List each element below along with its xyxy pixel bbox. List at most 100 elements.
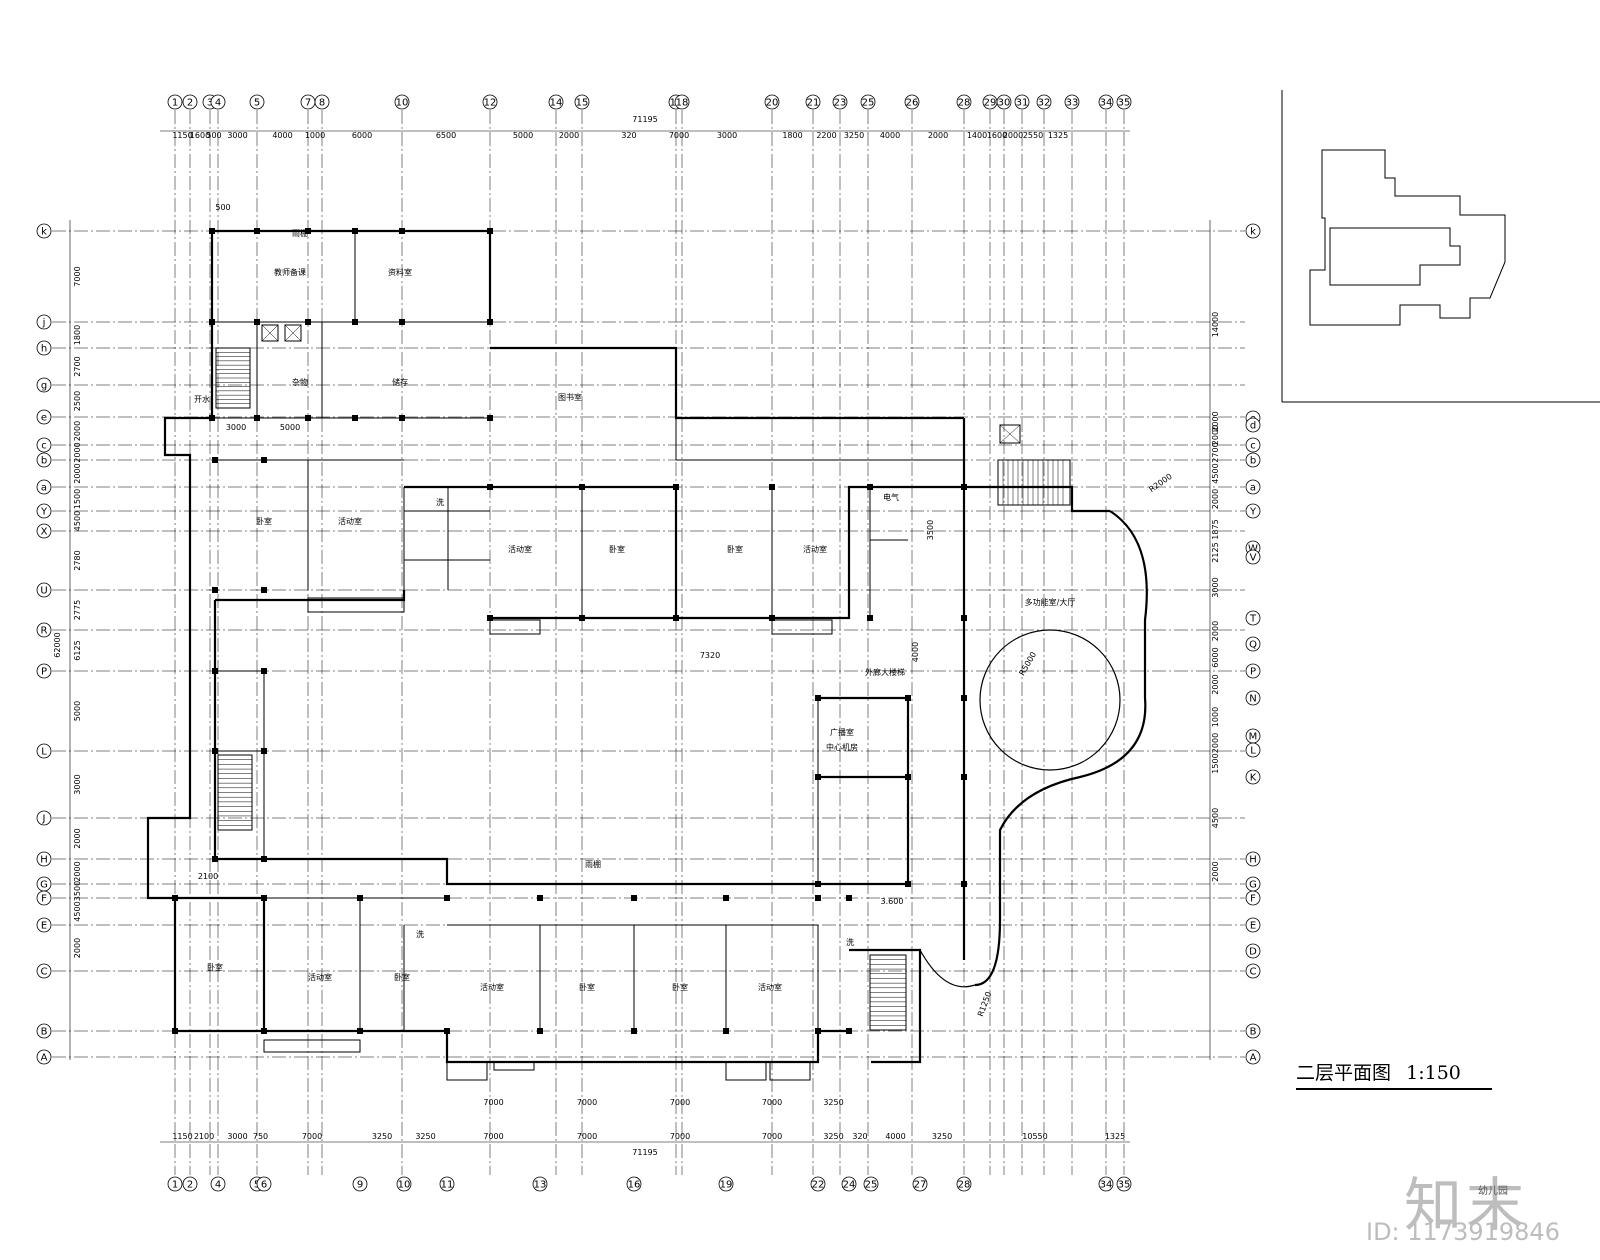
annotation: R1250: [976, 990, 993, 1017]
column: [212, 457, 218, 463]
dim-left: 2000: [73, 421, 82, 441]
axis-bubble-label: 28: [958, 98, 971, 109]
wall-segment: [490, 346, 964, 420]
room-label: 卧室: [394, 972, 410, 982]
axis-bubble-label: 35: [1118, 1180, 1131, 1191]
column: [261, 1028, 267, 1034]
axis-bubble-circle: [36, 409, 52, 425]
axis-bubble-right: B: [1245, 1023, 1261, 1039]
dim-bottom: 1150: [172, 1132, 192, 1141]
axis-bubble-top: 32: [1036, 94, 1052, 110]
axis-bubble-circle: [36, 851, 52, 867]
balcony: [769, 1061, 811, 1081]
axis-bubble-circle: [1245, 851, 1261, 867]
column: [867, 484, 873, 490]
dim-right: 2125: [1211, 542, 1220, 562]
axis-bubble-label: 32: [1038, 98, 1051, 109]
annotation: 7320: [700, 651, 720, 660]
axis-bubble-right: K: [1245, 769, 1261, 785]
column: [673, 484, 679, 490]
dim-top: 2000: [928, 131, 948, 140]
wall-segment: [213, 600, 818, 886]
axis-bubble-left: k: [36, 223, 52, 239]
axis-bubble-bottom: 28: [956, 1176, 972, 1192]
axis-bubble-label: B: [41, 1027, 48, 1038]
axis-bubble-top: 29: [982, 94, 998, 110]
axis-bubble-circle: [482, 94, 498, 110]
room-label: 洗: [416, 929, 424, 939]
axis-bubble-right: T: [1245, 610, 1261, 626]
axis-bubble-bottom: 2: [182, 1176, 198, 1192]
axis-bubble-circle: [1245, 963, 1261, 979]
axis-bubble-circle: [1245, 1049, 1261, 1065]
axis-bubble-circle: [1245, 452, 1261, 468]
axis-bubble-circle: [805, 94, 821, 110]
axis-bubble-circle: [1245, 917, 1261, 933]
key-plan-inner: [1329, 227, 1461, 286]
balcony: [771, 619, 833, 635]
dim-bottom-sub: 7000: [483, 1098, 503, 1107]
axis-bubble-circle: [167, 94, 183, 110]
axis-bubble-label: 2: [187, 1180, 193, 1191]
axis-bubble-left: c: [36, 437, 52, 453]
axis-bubble-circle: [1245, 742, 1261, 758]
room-label: 活动室: [758, 982, 782, 992]
room-label: 活动室: [308, 972, 332, 982]
column: [444, 895, 450, 901]
dim-right: 2700: [1211, 442, 1220, 462]
annotation: R5000: [1017, 650, 1038, 677]
axis-bubble-circle: [36, 622, 52, 638]
room-label: 电气: [883, 492, 899, 502]
axis-bubble-left: H: [36, 851, 52, 867]
axis-bubble-label: 26: [906, 98, 919, 109]
axis-bubble-label: L: [1250, 746, 1256, 757]
axis-bubble-top: 28: [956, 94, 972, 110]
axis-bubble-label: 1: [172, 1180, 178, 1191]
axis-bubble-circle: [256, 1176, 272, 1192]
dim-bottom: 7000: [483, 1132, 503, 1141]
dim-top: 3250: [844, 131, 864, 140]
dim-bottom: 7000: [670, 1132, 690, 1141]
axis-bubble-label: 2: [187, 98, 193, 109]
column: [487, 319, 493, 325]
dim-top: 320: [621, 131, 636, 140]
stair-west: [217, 754, 253, 831]
axis-bubble-circle: [352, 1176, 368, 1192]
axis-bubble-label: 28: [958, 1180, 971, 1191]
axis-bubble-label: H: [1249, 855, 1257, 866]
axis-bubble-label: d: [1250, 421, 1256, 432]
axis-bubble-label: e: [41, 413, 47, 424]
dim-bottom: 320: [852, 1132, 867, 1141]
column: [261, 587, 267, 593]
column: [579, 484, 585, 490]
axis-bubble-top: 35: [1116, 94, 1132, 110]
column: [172, 1028, 178, 1034]
axis-bubble-circle: [210, 94, 226, 110]
axis-bubble-circle: [36, 663, 52, 679]
axis-bubble-top: 33: [1064, 94, 1080, 110]
column: [769, 484, 775, 490]
axis-bubble-circle: [36, 223, 52, 239]
column: [905, 881, 911, 887]
dim-left: 2000: [73, 442, 82, 462]
column: [815, 895, 821, 901]
dim-top: 1600: [987, 131, 1007, 140]
axis-bubbles: 1234578101214151718202123252628293031323…: [36, 94, 1261, 1192]
axis-bubble-label: 29: [984, 98, 997, 109]
column: [673, 615, 679, 621]
axis-bubble-circle: [36, 810, 52, 826]
column: [905, 695, 911, 701]
axis-bubble-label: W: [1248, 544, 1258, 555]
room-label: 雨棚: [585, 859, 601, 869]
total-dimension-top: 71195: [632, 115, 657, 124]
axis-bubble-bottom: 10: [396, 1176, 412, 1192]
total-depth-left: 62000: [53, 632, 62, 657]
annotation: 3500: [926, 520, 935, 540]
axis-bubble-right: M: [1245, 728, 1261, 744]
room-label: 图书室: [558, 392, 582, 402]
axis-bubble-top: 21: [805, 94, 821, 110]
axis-bubble-label: 21: [807, 98, 820, 109]
key-plan: [1281, 90, 1600, 403]
axis-bubble-left: U: [36, 582, 52, 598]
curved-entry-wall: [919, 949, 976, 988]
